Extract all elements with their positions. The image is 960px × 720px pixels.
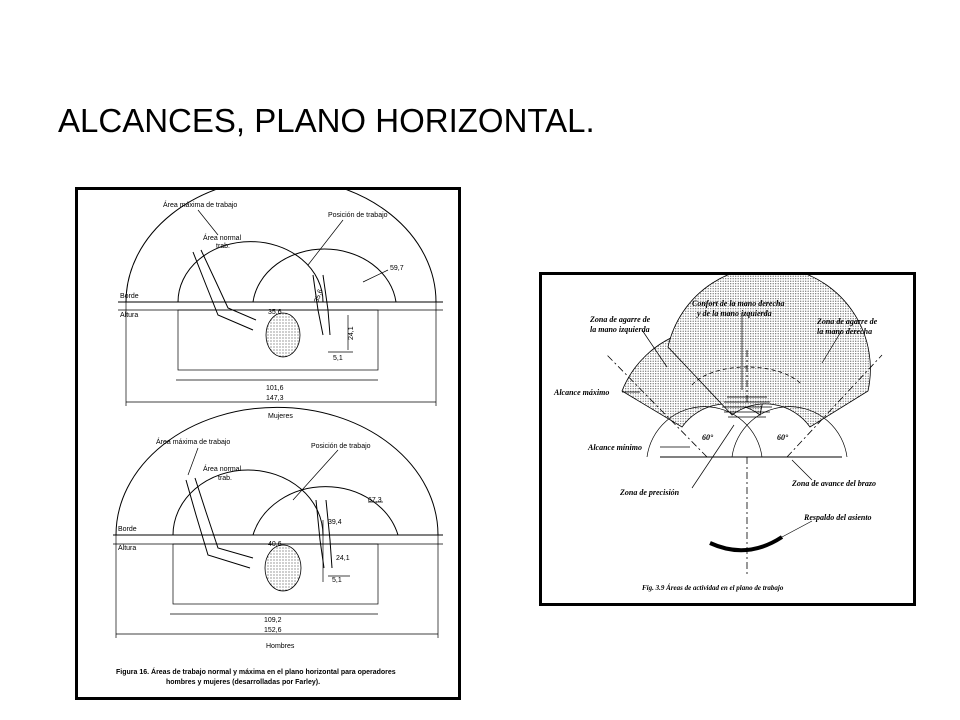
label-max-reach: Alcance máximo (553, 388, 609, 397)
men-left-arm (185, 479, 251, 569)
men-right-arm-outline (325, 499, 333, 569)
women-left-arm-outline (200, 249, 257, 321)
women-right-arm-outline (322, 274, 331, 336)
women-label-normal-2: trab. (216, 243, 230, 250)
women-label-height: Altura (120, 312, 138, 319)
women-body-outline (177, 309, 379, 371)
men-dim-a: 67,3 (368, 497, 382, 504)
men-leader-max (187, 447, 199, 476)
label-backrest: Respaldo del asiento (803, 513, 872, 522)
women-dim-a: 59,7 (390, 265, 404, 272)
women-max-arc (125, 190, 437, 303)
women-left-arm (192, 251, 254, 331)
label-comfort-1: Confort de la mano derecha (692, 299, 784, 308)
right-grip-zone (667, 275, 871, 428)
label-angle-right: 60° (777, 433, 789, 442)
women-label-edge: Borde (120, 293, 139, 300)
women-head (265, 312, 301, 358)
leader-backrest (781, 520, 813, 538)
women-label-max-area: Área máxima de trabajo (163, 200, 237, 209)
men-body-outline (172, 543, 379, 605)
men-label-height: Altura (118, 545, 136, 552)
men-diagram: Área máxima de trabajo Posición de traba… (113, 406, 443, 650)
men-normal-arc-right (252, 486, 399, 536)
leader-left-grip (641, 329, 668, 368)
women-diagram: Área máxima de trabajo Posición de traba… (118, 190, 443, 420)
men-label-work-pos: Posición de trabajo (311, 443, 371, 450)
men-left-arm-outline (194, 477, 254, 559)
women-leader-max (197, 209, 219, 236)
men-max-arc (115, 406, 439, 536)
activity-zones-diagram: Confort de la mano derecha y de la mano … (553, 275, 883, 592)
label-comfort-2: y de la mano izquierda (696, 309, 772, 318)
label-precision: Zona de precisión (619, 488, 680, 497)
left-figure-caption-line1: Figura 16. Áreas de trabajo normal y máx… (116, 667, 396, 676)
label-left-grip-2: la mano izquierda (590, 325, 650, 334)
label-min-reach: Alcance mínimo (587, 443, 642, 452)
men-dim-e: 5,1 (332, 577, 342, 584)
men-head (264, 544, 302, 592)
reach-diagram-women-men: Área máxima de trabajo Posición de traba… (113, 190, 443, 686)
women-leader-dim (362, 269, 389, 283)
women-dim-g: 147,3 (266, 395, 284, 402)
label-arm-advance: Zona de avance del brazo (791, 479, 876, 488)
women-caption: Mujeres (268, 413, 293, 420)
men-dim-c: 39,4 (328, 519, 342, 526)
left-radial (606, 354, 708, 458)
men-dim-f: 109,2 (264, 617, 282, 624)
women-normal-arc-left (177, 241, 324, 303)
women-dim-d: 24,1 (348, 326, 355, 340)
women-dim-f: 101,6 (266, 385, 284, 392)
men-dim-b: 40,6 (268, 541, 282, 548)
women-dim-c: 35,6 (313, 288, 324, 303)
men-label-max-area: Área máxima de trabajo (156, 437, 230, 446)
label-right-grip-1: Zona de agarre de (816, 317, 878, 326)
min-reach-arc-left (646, 406, 763, 458)
right-figure-caption: Fig. 3.9 Áreas de actividad en el plano … (642, 584, 784, 592)
leader-right-grip (821, 329, 843, 364)
men-label-edge: Borde (118, 526, 137, 533)
women-dim-e: 5,1 (333, 355, 343, 362)
women-dim-b: 35,6 (268, 309, 282, 316)
figure-panel-right: Confort de la mano derecha y de la mano … (539, 272, 916, 606)
right-radial (786, 354, 883, 458)
men-label-normal-1: Área normal (203, 464, 242, 473)
men-leader-pos (292, 449, 339, 501)
women-normal-arc-right (252, 248, 397, 303)
label-angle-left: 60° (702, 433, 714, 442)
women-right-arm (312, 274, 324, 336)
figure-panel-left: Área máxima de trabajo Posición de traba… (75, 187, 461, 700)
slide-title: ALCANCES, PLANO HORIZONTAL. (58, 102, 595, 139)
left-figure-caption-line2: hombres y mujeres (desarrolladas por Far… (166, 679, 320, 686)
men-label-normal-2: trab. (218, 475, 232, 482)
women-label-normal-1: Área normal (203, 233, 242, 242)
min-reach-arc-right (731, 406, 848, 458)
label-left-grip-1: Zona de agarre de (589, 315, 651, 324)
backrest-arc (709, 535, 784, 553)
men-normal-arc-left (172, 469, 324, 536)
women-label-work-pos: Posición de trabajo (328, 212, 388, 219)
men-dim-d: 24,1 (336, 555, 350, 562)
women-leader-pos (307, 219, 344, 266)
leader-precision (691, 424, 735, 489)
men-caption: Hombres (266, 643, 295, 650)
leader-arm-advance (791, 459, 813, 481)
label-right-grip-2: la mano derecha (817, 327, 872, 336)
men-dim-g: 152,6 (264, 627, 282, 634)
